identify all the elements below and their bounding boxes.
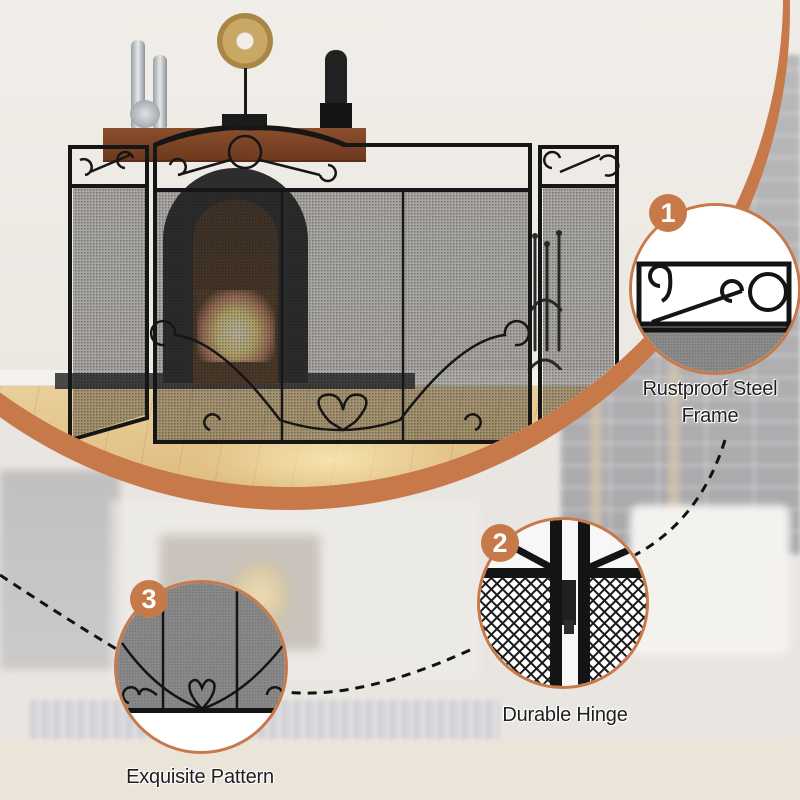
right-panel (538, 145, 620, 443)
feature-1-label: Rustproof Steel Frame (642, 378, 778, 427)
feature-2-label: Durable Hinge (502, 704, 628, 726)
background-brick-left (0, 470, 120, 670)
left-panel (68, 145, 149, 443)
decor-flask (130, 100, 160, 128)
scroll-frame-closeup (632, 206, 798, 372)
feature-1-number-badge: 1 (649, 194, 687, 232)
feature-3-label: Exquisite Pattern (126, 766, 274, 788)
fireplace-screen (68, 125, 620, 444)
feature-2-number-badge: 2 (481, 524, 519, 562)
background-chair (630, 505, 790, 655)
decor-owl-statue (325, 50, 347, 106)
feature-3-detail-image (114, 580, 288, 754)
feature-3-number-badge: 3 (130, 580, 168, 618)
center-panel (149, 125, 532, 444)
feature-1-detail-image (629, 203, 800, 375)
decor-wood-disc (217, 13, 273, 69)
background-floor (0, 740, 800, 800)
